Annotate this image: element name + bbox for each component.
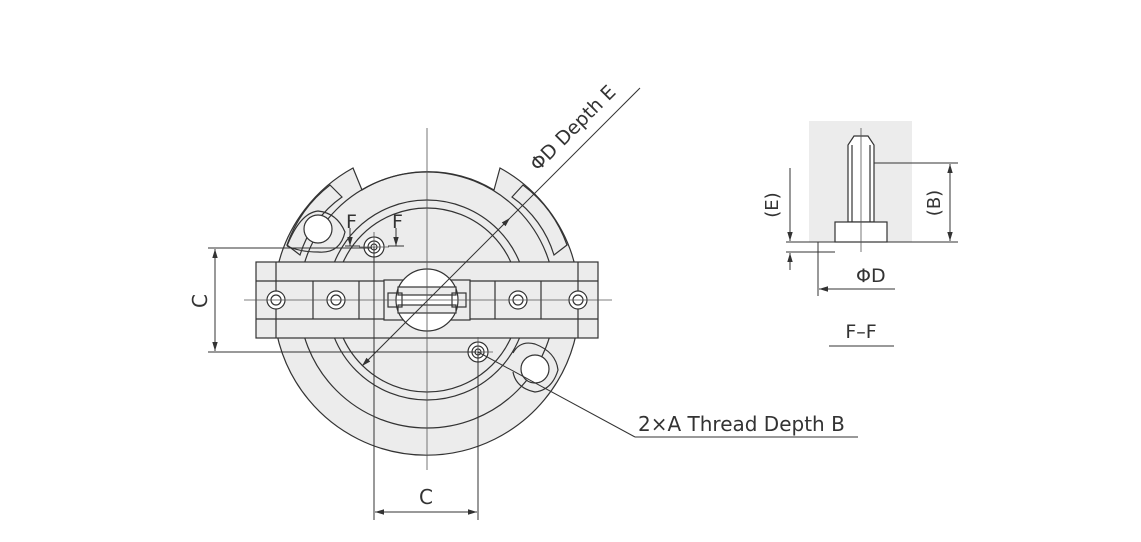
b-label: (B) [924,190,945,216]
thread-label: 2×A Thread Depth B [638,412,845,436]
phi-d-label: ΦD [856,265,886,287]
f-left-label: F [346,211,357,233]
lug-hole-left [303,214,333,244]
depth-e-label: ΦD Depth E [526,81,620,175]
diameter-leader [361,217,511,367]
c-vertical-label: C [188,294,212,308]
section-label: F–F [845,321,876,343]
f-right-label: F [392,211,403,233]
e-label: (E) [762,192,783,217]
front-dimensions [208,87,858,520]
section-view [786,121,958,347]
c-horizontal-label: C [419,485,433,509]
lug-hole-right [520,354,550,384]
